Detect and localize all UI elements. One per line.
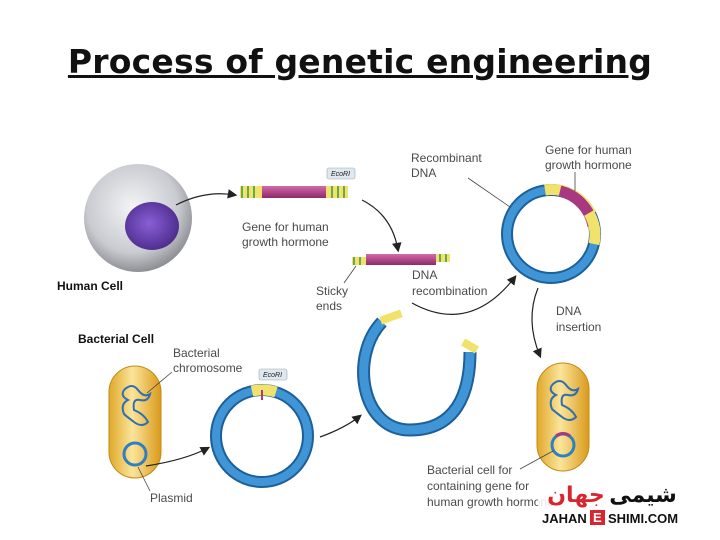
human-cell [84, 164, 192, 272]
dna-recomb-label-line2: recombination [412, 284, 487, 298]
bacterial-cell-label: Bacterial Cell [78, 332, 154, 346]
chromosome-pointer [146, 371, 173, 394]
page-title: Process of genetic engineering [67, 42, 653, 81]
bact-chromosome-label-line2: chromosome [173, 361, 243, 375]
cut-plasmid [357, 309, 479, 437]
logo-e-box [590, 510, 605, 525]
plasmid-small [122, 441, 148, 467]
gene-fragment-cut [352, 254, 450, 265]
gene-top-label-line1: Gene for human [545, 143, 632, 157]
bact-containing-label-line3: human growth hormone [427, 495, 554, 509]
recombinant-label-line1: Recombinant [411, 151, 482, 165]
logo-latin-right: SHIMI.COM [608, 511, 678, 526]
arrow-recombine [411, 275, 517, 315]
sticky-label-line1: Sticky [316, 284, 348, 298]
nucleus [125, 202, 179, 250]
jahaneshimi-logo: جهان شیمی JAHAN E SHIMI.COM [538, 478, 698, 530]
bact-containing-label-line2: containing gene for [427, 479, 529, 493]
ecori-tag-plasmid: EcoRI [258, 368, 288, 381]
logo-arabic-right: شیمی [609, 483, 677, 508]
isolated-plasmid [210, 384, 314, 488]
recombinant-pointer [467, 177, 511, 208]
gene-fragment-top [240, 186, 348, 198]
gene-label-line1: Gene for human [242, 220, 329, 234]
ecori-label-top: EcoRI [331, 171, 350, 178]
bacterial-cell [108, 365, 162, 479]
dna-insertion-label-line2: insertion [556, 320, 601, 334]
bacterial-chromosome [121, 385, 152, 426]
sticky-pointer [343, 265, 357, 284]
arrow-isolate [145, 446, 211, 467]
bact-containing-label-line1: Bacterial cell for [427, 463, 512, 477]
arrow-open [319, 414, 362, 438]
bact-chromosome-label-line1: Bacterial [173, 346, 220, 360]
plasmid-label: Plasmid [150, 491, 193, 505]
arrow-insert [531, 287, 542, 359]
gene-label-line2: growth hormone [242, 235, 329, 249]
arrow-extract [175, 189, 238, 206]
logo-latin-mid: E [593, 510, 602, 525]
human-cell-label: Human Cell [57, 279, 123, 293]
sticky-label-line2: ends [316, 299, 342, 313]
plasmid-pointer [137, 466, 151, 492]
recombinant-label-line2: DNA [411, 166, 436, 180]
gene-top-label-line2: growth hormone [545, 158, 632, 172]
transformed-pointer [519, 450, 554, 470]
arrow-cut [361, 199, 402, 253]
transformed-bacterial-cell [536, 362, 590, 472]
dna-recomb-label-line1: DNA [412, 268, 437, 282]
ecori-tag-top: EcoRI [326, 167, 356, 180]
logo-latin-left: JAHAN [542, 511, 587, 526]
recombinant-plasmid [501, 184, 601, 284]
dna-insertion-label-line1: DNA [556, 304, 581, 318]
logo-arabic-left: جهان [547, 483, 604, 508]
ecori-label-plasmid: EcoRI [263, 372, 282, 379]
